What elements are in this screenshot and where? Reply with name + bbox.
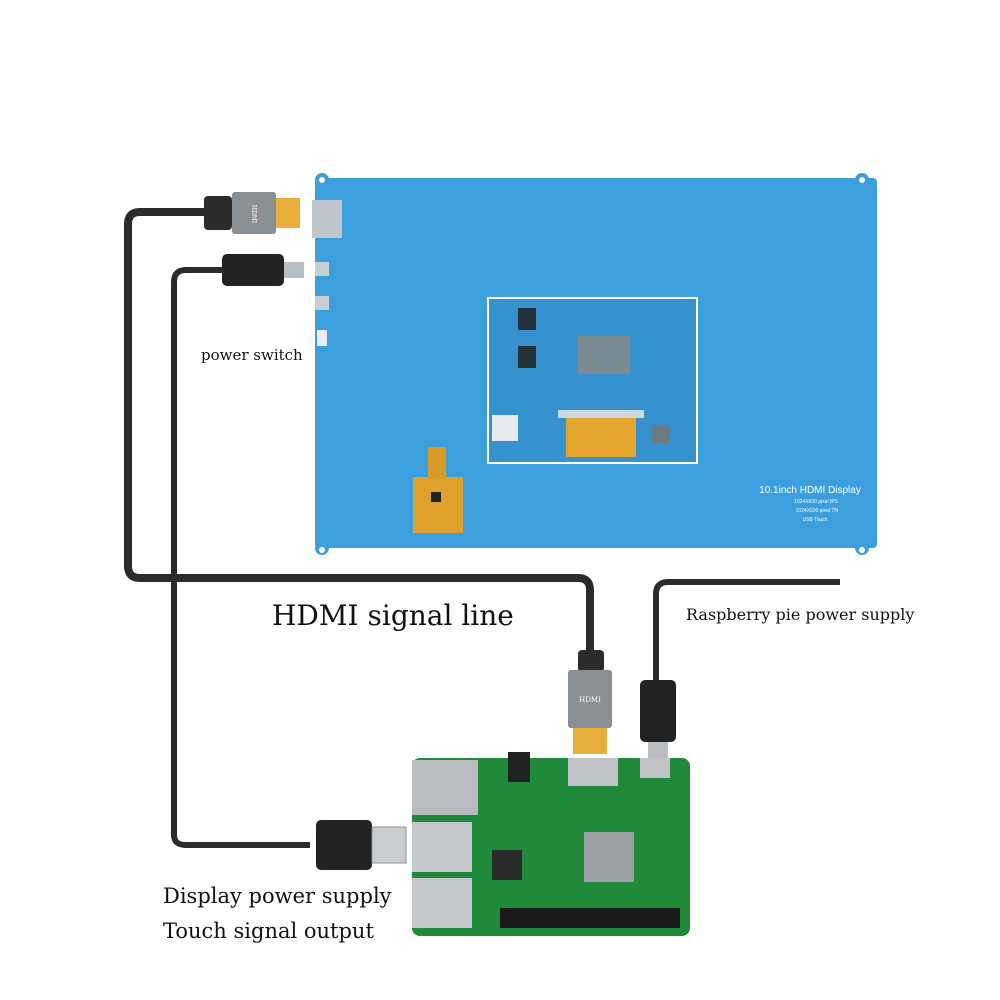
option-tn: 1024X600 pixel TN bbox=[796, 508, 839, 514]
svg-text:HDMI: HDMI bbox=[579, 696, 601, 704]
label-touch-signal-output: Touch signal output bbox=[163, 919, 374, 943]
display-panel: 10.1inch HDMI Display 1024X600 pixel IPS… bbox=[312, 173, 877, 555]
power-switch[interactable] bbox=[317, 330, 327, 346]
micro-usb-port bbox=[315, 262, 329, 276]
hdmi-port bbox=[312, 200, 342, 238]
usb-cable bbox=[171, 267, 310, 848]
label-power-switch: power switch bbox=[201, 346, 303, 364]
hdmi-connector-display: HDMI bbox=[204, 192, 300, 234]
label-pi-power-supply: Raspberry pie power supply bbox=[686, 605, 914, 624]
micro-usb-port-touch bbox=[315, 296, 329, 310]
micro-usb-connector-display bbox=[222, 254, 304, 286]
display-title: 10.1inch HDMI Display bbox=[759, 485, 861, 496]
hdmi-connector-pi: HDMI bbox=[568, 650, 612, 754]
label-display-power-supply: Display power supply bbox=[163, 884, 392, 908]
svg-text:HDMI: HDMI bbox=[250, 205, 257, 224]
raspberry-pi-board bbox=[412, 752, 690, 936]
micro-usb-connector-pi bbox=[640, 680, 676, 760]
pi-power-cable bbox=[653, 579, 840, 690]
hdmi-cable bbox=[124, 208, 594, 660]
usb-a-connector bbox=[316, 820, 407, 870]
label-hdmi-signal-line: HDMI signal line bbox=[272, 599, 514, 632]
usb-touch-label: USB Touch bbox=[803, 517, 828, 523]
option-ips: 1024X600 pixel IPS bbox=[794, 499, 839, 505]
